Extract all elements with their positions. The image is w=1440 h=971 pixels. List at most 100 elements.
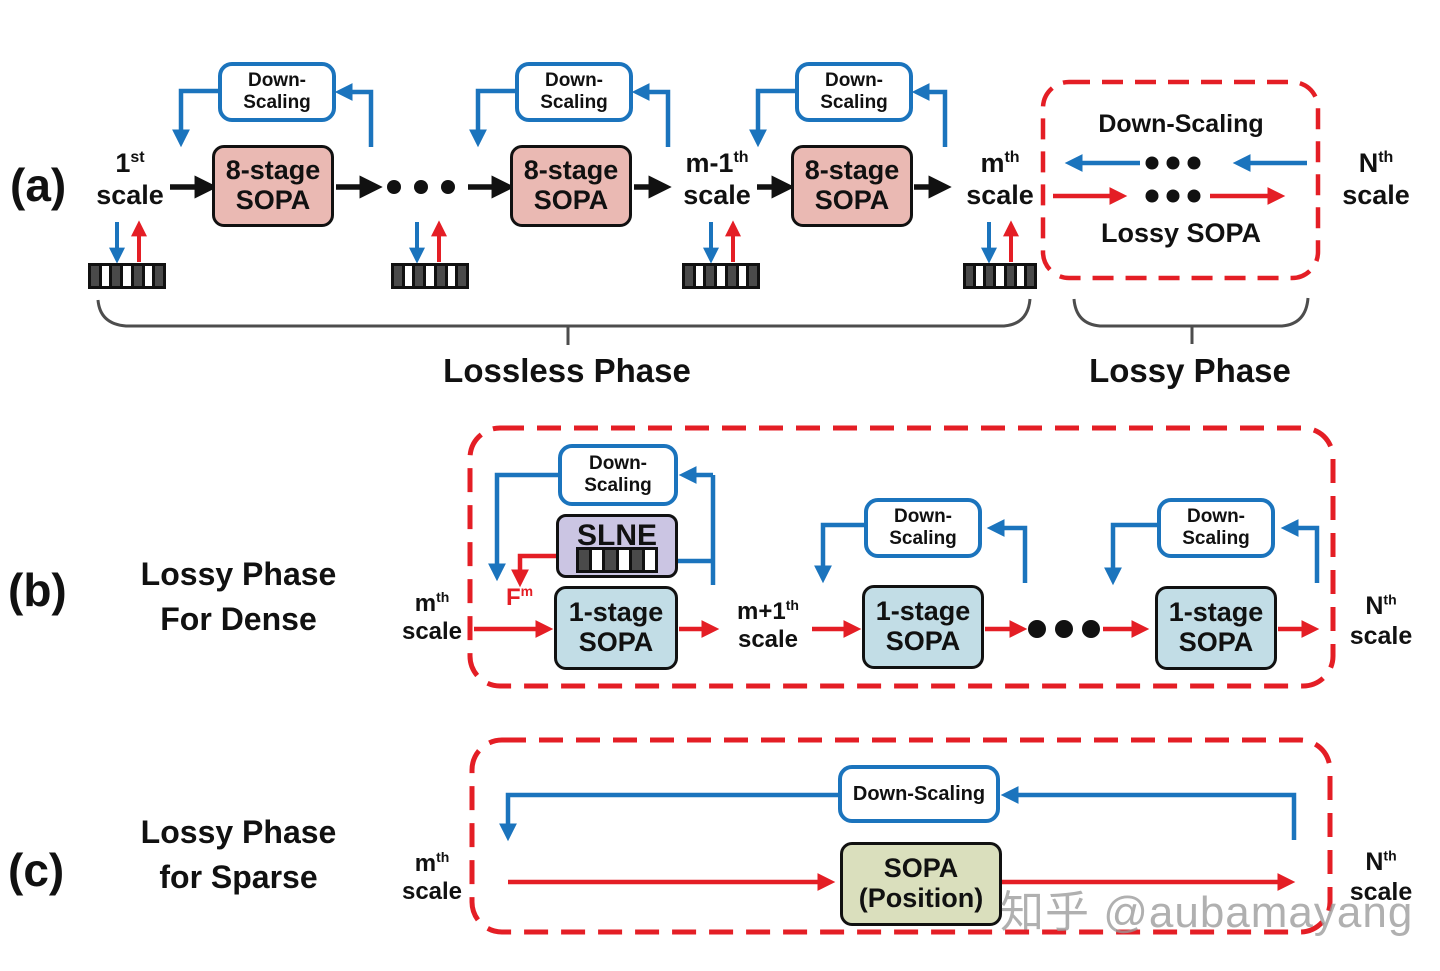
- stage2-feedback-in: [631, 83, 671, 147]
- b-title-line1: Lossy Phase: [140, 556, 337, 592]
- scale-label-m-1th: m-1th scale: [670, 148, 764, 212]
- b2-feedback-down: [814, 522, 865, 584]
- a-lossy-box-dots: [1145, 156, 1201, 203]
- fm-sup: m: [520, 583, 534, 599]
- scale-base: m-1: [685, 148, 734, 178]
- downscaling-line2: Scaling: [584, 475, 652, 496]
- sopa-line1: 1-stage: [875, 596, 971, 627]
- c-title-line2: for Sparse: [159, 858, 318, 895]
- stage1-feedback-in: [334, 83, 374, 147]
- scale-base: m: [414, 590, 437, 617]
- scale-word: scale: [96, 179, 164, 210]
- downscaling-box-a3: Down- Scaling: [795, 62, 913, 122]
- scale-sup: th: [1383, 847, 1397, 864]
- scale-word: scale: [966, 179, 1034, 210]
- scale-label-1st: 1st scale: [85, 148, 175, 212]
- stage2-feedback-down: [469, 88, 516, 148]
- memory-buffer-3: [682, 263, 760, 289]
- c-title-line1: Lossy Phase: [140, 814, 337, 850]
- a-downscaling-feedback-loops: [172, 83, 948, 148]
- scale-label-nth-c: Nth scale: [1343, 848, 1419, 907]
- downscaling-box-b2: Down- Scaling: [864, 498, 982, 558]
- scale-label-mth-c: mth scale: [396, 850, 468, 907]
- sopa-line1: SOPA: [883, 853, 959, 884]
- sopa-line2: SOPA: [885, 626, 961, 656]
- downscaling-line2: Scaling: [820, 92, 888, 113]
- scale-base: N: [1365, 592, 1384, 620]
- sopa-line1: 1-stage: [568, 597, 664, 628]
- sopa-line1: 8-stage: [804, 155, 900, 186]
- scale-sup: th: [436, 589, 450, 605]
- scale-label-mth-b: mth scale: [396, 590, 468, 647]
- downscaling-line1: Down-: [588, 453, 648, 475]
- scale-word: scale: [401, 618, 463, 646]
- downscaling-line2: Scaling: [243, 92, 311, 113]
- downscaling-line1: Down-: [247, 70, 307, 92]
- scale-sup: st: [130, 149, 145, 166]
- downscaling-box-c: Down-Scaling: [838, 765, 1000, 823]
- sopa-position-box: SOPA (Position): [840, 842, 1002, 926]
- downscaling-line1: Down-: [824, 70, 884, 92]
- scale-sup: th: [733, 149, 749, 166]
- sopa-8stage-box-3: 8-stage SOPA: [791, 145, 913, 227]
- sopa-line2: SOPA: [533, 185, 609, 215]
- a-lossy-box-arrows: [1053, 154, 1307, 205]
- slne-label: SLNE: [576, 519, 657, 552]
- sopa-line2: SOPA: [1178, 627, 1254, 657]
- section-c-tag: (c): [8, 844, 65, 896]
- sopa-line2: SOPA: [578, 627, 654, 657]
- phase-braces: [96, 297, 1310, 345]
- scale-word: scale: [401, 878, 463, 906]
- stage3-feedback-down: [749, 88, 796, 148]
- memory-buffer-4: [963, 263, 1037, 289]
- stage1-feedback-down: [172, 88, 219, 148]
- scale-sup: th: [1383, 591, 1397, 608]
- c-dashed-box: [469, 737, 1333, 935]
- downscaling-line1: Down-: [544, 70, 604, 92]
- scale-word: scale: [737, 626, 799, 654]
- sopa-line2: SOPA: [235, 185, 311, 215]
- downscaling-box-b3: Down- Scaling: [1157, 498, 1275, 558]
- scale-sup: th: [1004, 149, 1020, 166]
- b-dashed-box: [467, 425, 1336, 689]
- scale-base: 1: [115, 148, 131, 178]
- scale-label-mth-a: mth scale: [955, 148, 1045, 212]
- sopa-1stage-box-3: 1-stage SOPA: [1155, 586, 1277, 670]
- scale-sup: th: [436, 849, 450, 865]
- section-a-tag: (a): [10, 159, 67, 211]
- downscaling-line1: Down-: [893, 506, 953, 528]
- scale-base: m: [980, 148, 1005, 178]
- downscaling-line2: Scaling: [889, 528, 957, 549]
- watermark: 知乎 @aubamayang: [1000, 888, 1414, 937]
- b3-feedback-in: [1280, 519, 1320, 583]
- sopa-1stage-box-1: 1-stage SOPA: [554, 586, 678, 670]
- a-buffer-io-arrows: [109, 220, 1019, 264]
- scale-sup: th: [785, 597, 799, 613]
- scale-label-nth-b: Nth scale: [1343, 592, 1419, 651]
- memory-buffer-1: [88, 263, 166, 289]
- b1-feedback-down: [488, 472, 559, 582]
- scale-label-nth-a: Nth scale: [1330, 148, 1422, 212]
- downscaling-box-a2: Down- Scaling: [515, 62, 633, 122]
- sopa-8stage-box-2: 8-stage SOPA: [510, 145, 632, 227]
- slne-buffer: [576, 547, 658, 573]
- scale-word: scale: [1349, 621, 1413, 650]
- scale-base: N: [1358, 148, 1379, 178]
- c-downscale-out-left: [499, 792, 838, 842]
- sopa-line2: SOPA: [814, 185, 890, 215]
- lossy-box-sopa-title: Lossy SOPA: [1100, 218, 1262, 248]
- downscaling-box-a1: Down- Scaling: [218, 62, 336, 122]
- sopa-line1: 8-stage: [523, 155, 619, 186]
- scale-word: scale: [1349, 877, 1413, 906]
- section-b-tag: (b): [8, 564, 67, 616]
- scale-word: scale: [683, 179, 751, 210]
- downscaling-line2: Scaling: [1182, 528, 1250, 549]
- lossless-phase-brace: [96, 298, 1032, 345]
- sopa-8stage-box-1: 8-stage SOPA: [212, 145, 334, 227]
- sopa-line2: (Position): [858, 883, 984, 913]
- scale-base: N: [1365, 848, 1384, 876]
- downscaling-line1: Down-: [1186, 506, 1246, 528]
- b-title-line2: For Dense: [160, 600, 317, 637]
